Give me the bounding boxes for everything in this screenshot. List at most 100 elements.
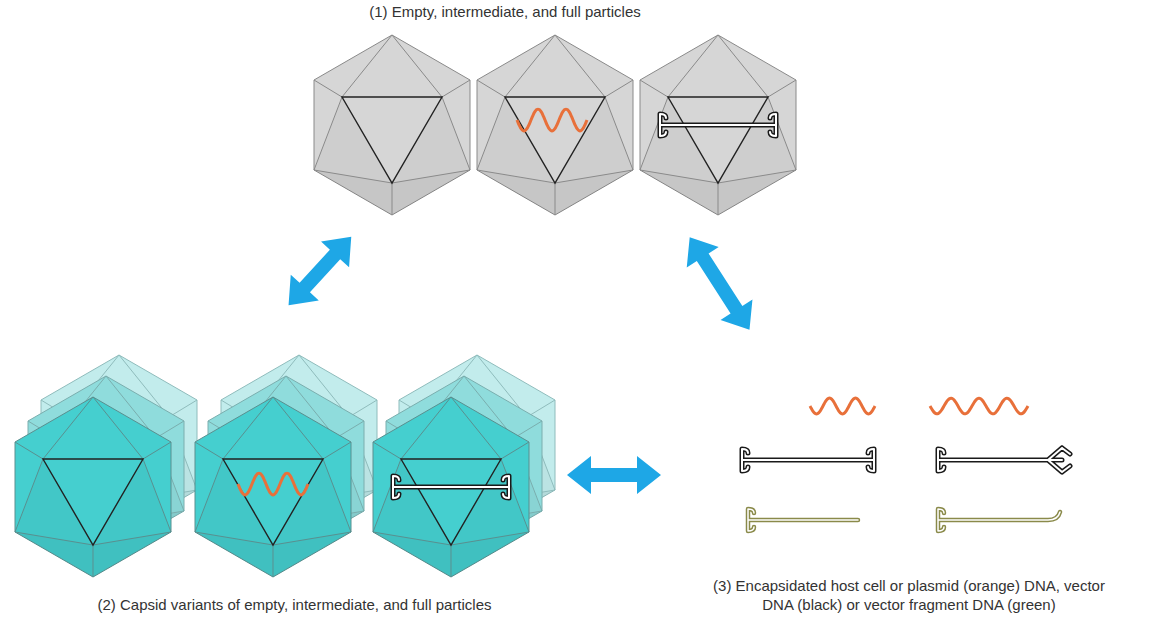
capsid-facet	[451, 532, 529, 545]
capsid-facet	[451, 545, 452, 577]
dna-outline	[748, 509, 858, 531]
particle-group: (2) Capsid variants of empty, intermedia…	[8, 320, 553, 614]
capsid-facet	[555, 35, 605, 97]
particle-group: (3) Encapsidated host cell or plasmid (o…	[675, 345, 1143, 614]
capsid-icon	[15, 397, 171, 577]
group-caption: (1) Empty, intermediate, and full partic…	[366, 2, 644, 21]
capsid-icon	[477, 35, 633, 215]
capsid-facet	[442, 80, 470, 97]
capsid-facet	[15, 532, 93, 545]
capsid-facet	[555, 170, 633, 183]
dna-core	[742, 449, 874, 471]
capsid-triangle	[43, 459, 143, 545]
capsid-outline	[640, 35, 796, 215]
capsid-face	[451, 459, 529, 545]
capsid-facet	[93, 545, 94, 577]
capsid-triangle	[668, 97, 768, 183]
capsid-facet	[93, 397, 143, 459]
dna-core	[393, 476, 509, 498]
capsid-outline	[195, 397, 351, 577]
capsid-face	[273, 459, 351, 545]
dna-outline	[938, 509, 1060, 531]
capsid-facet	[373, 532, 451, 545]
capsid-face	[93, 459, 171, 545]
capsid-facet	[768, 80, 796, 97]
capsid-facet	[477, 97, 505, 170]
dna-outline	[393, 476, 509, 498]
double-arrow	[289, 237, 352, 305]
capsid-facet	[93, 532, 171, 545]
particle-group: (1) Empty, intermediate, and full partic…	[300, 2, 810, 222]
capsid-facet	[718, 35, 768, 97]
capsid-facet	[668, 35, 718, 97]
dna-species	[742, 398, 1070, 531]
capsid-facet	[195, 442, 223, 459]
capsid-facet	[718, 170, 796, 183]
capsid-facet	[477, 170, 555, 183]
capsid-facet	[273, 397, 323, 459]
dna-outline	[742, 449, 874, 471]
dna-core	[938, 509, 1060, 531]
capsid-face	[718, 97, 796, 183]
capsid-face	[477, 97, 555, 183]
capsid-icon	[314, 35, 470, 215]
capsid-facet	[392, 183, 393, 215]
capsid-triangle	[505, 97, 605, 183]
capsid-icon	[640, 35, 796, 215]
capsid-triangle	[401, 459, 501, 545]
capsid-facet	[401, 397, 451, 459]
dna-strand	[930, 398, 1028, 414]
capsid-facet	[314, 97, 342, 170]
capsid-icon	[373, 397, 529, 577]
capsid-face	[392, 97, 470, 183]
capsid-facet	[501, 442, 529, 459]
dna-core	[660, 114, 776, 136]
capsid-facet	[477, 80, 505, 97]
particle-row	[314, 35, 796, 215]
dna-core	[748, 509, 858, 531]
capsid-triangle	[342, 97, 442, 183]
capsid-facet	[273, 545, 274, 577]
double-arrow	[687, 237, 753, 330]
capsid-facet	[15, 442, 43, 459]
capsid-facet	[451, 397, 501, 459]
capsid-facet	[342, 35, 392, 97]
capsid-facet	[143, 459, 171, 532]
capsid-facet	[392, 170, 470, 183]
capsid-facet	[555, 183, 556, 215]
capsid-facet	[195, 459, 223, 532]
capsid-facet	[323, 459, 351, 532]
capsid-face	[373, 459, 451, 545]
dna-strand	[810, 398, 875, 414]
capsid-facet	[195, 532, 273, 545]
capsid-facet	[442, 97, 470, 170]
capsid-face	[15, 459, 93, 545]
dna-core	[938, 448, 1070, 472]
capsid-facet	[605, 80, 633, 97]
capsid-facet	[605, 97, 633, 170]
capsid-facet	[314, 80, 342, 97]
capsid-triangle	[223, 459, 323, 545]
dna-outline	[660, 114, 776, 136]
dna-strand	[517, 109, 587, 131]
capsid-facet	[323, 442, 351, 459]
capsid-outline	[314, 35, 470, 215]
dna-outline	[938, 448, 1070, 472]
capsid-facet	[15, 459, 43, 532]
capsid-face	[640, 97, 718, 183]
capsid-facet	[143, 442, 171, 459]
capsid-outline	[15, 397, 171, 577]
variant-stacks	[15, 355, 555, 577]
capsid-facet	[223, 397, 273, 459]
capsid-face	[314, 97, 392, 183]
capsid-facet	[373, 442, 401, 459]
capsid-facet	[392, 35, 442, 97]
capsid-facet	[314, 170, 392, 183]
capsid-facet	[718, 183, 719, 215]
capsid-facet	[273, 532, 351, 545]
capsid-facet	[43, 397, 93, 459]
